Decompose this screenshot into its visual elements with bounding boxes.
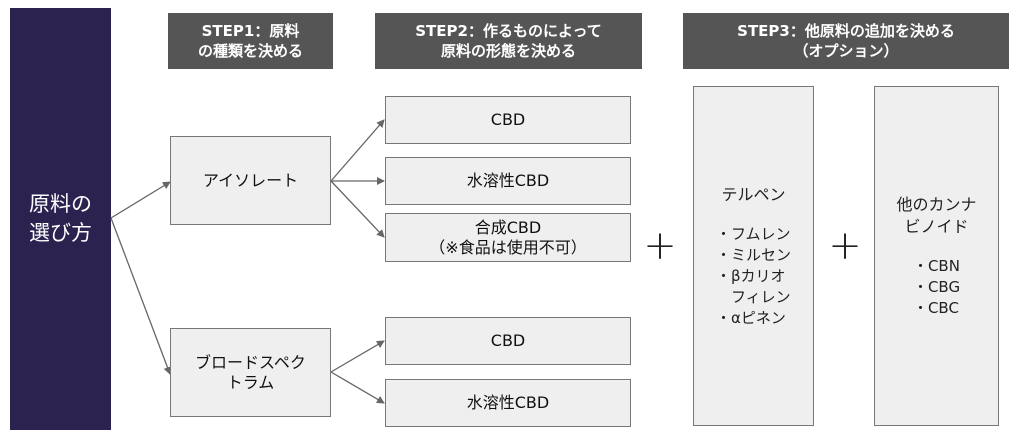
method-title: 原料の 選び方: [29, 192, 92, 245]
form-cbd-label: CBD: [490, 110, 526, 129]
form-water-soluble-cbd-broad-label: 水溶性CBD: [466, 393, 550, 412]
option-cannabinoids-title: 他のカンナ ビノイド: [896, 194, 977, 236]
form-water-soluble-cbd-box: 水溶性CBD: [385, 157, 631, 205]
step3-label: STEP3：他原料の追加を決める （オプション）: [737, 22, 955, 60]
type-broad-spectrum-label: ブロードスペク トラム: [195, 352, 306, 392]
form-water-soluble-cbd-broad-box: 水溶性CBD: [385, 379, 631, 427]
arrow-isolate-to-synthetic: [330, 180, 385, 238]
arrow-isolate-to-cbd: [330, 119, 385, 182]
plus-sign-1: +: [643, 223, 677, 269]
type-isolate-box: アイソレート: [170, 136, 331, 225]
form-synthetic-cbd-box: 合成CBD （※食品は使用不可）: [385, 213, 631, 262]
arrow-broad-to-water-cbd: [330, 371, 385, 404]
arrow-method-to-broad: [110, 217, 172, 375]
form-cbd-box: CBD: [385, 96, 631, 144]
type-broad-spectrum-box: ブロードスペク トラム: [170, 328, 331, 417]
step3-header: STEP3：他原料の追加を決める （オプション）: [683, 13, 1009, 69]
form-cbd-broad-box: CBD: [385, 317, 631, 365]
option-cannabinoids-box: 他のカンナ ビノイド ・CBN ・CBG ・CBC: [874, 86, 999, 426]
arrow-broad-to-cbd: [330, 340, 385, 373]
form-synthetic-cbd-label: 合成CBD （※食品は使用不可）: [429, 217, 587, 257]
method-title-panel: 原料の 選び方: [10, 8, 111, 430]
plus-sign-2: +: [828, 223, 862, 269]
type-isolate-label: アイソレート: [202, 170, 299, 190]
step2-label: STEP2：作るものによって 原料の形態を決める: [415, 22, 602, 60]
step1-header: STEP1：原料 の種類を決める: [168, 13, 333, 69]
option-terpenes-list: ・フムレン ・ミルセン ・βカリオ フィレン ・αピネン: [715, 224, 791, 327]
form-water-soluble-cbd-label: 水溶性CBD: [466, 171, 550, 190]
step1-label: STEP1：原料 の種類を決める: [197, 22, 303, 60]
step2-header: STEP2：作るものによって 原料の形態を決める: [375, 13, 642, 69]
option-terpenes-title: テルペン: [721, 184, 786, 204]
option-cannabinoids-list: ・CBN ・CBG ・CBC: [912, 256, 961, 317]
form-cbd-broad-label: CBD: [490, 331, 526, 350]
option-terpenes-box: テルペン ・フムレン ・ミルセン ・βカリオ フィレン ・αピネン: [693, 86, 814, 426]
arrow-method-to-isolate: [110, 181, 171, 219]
